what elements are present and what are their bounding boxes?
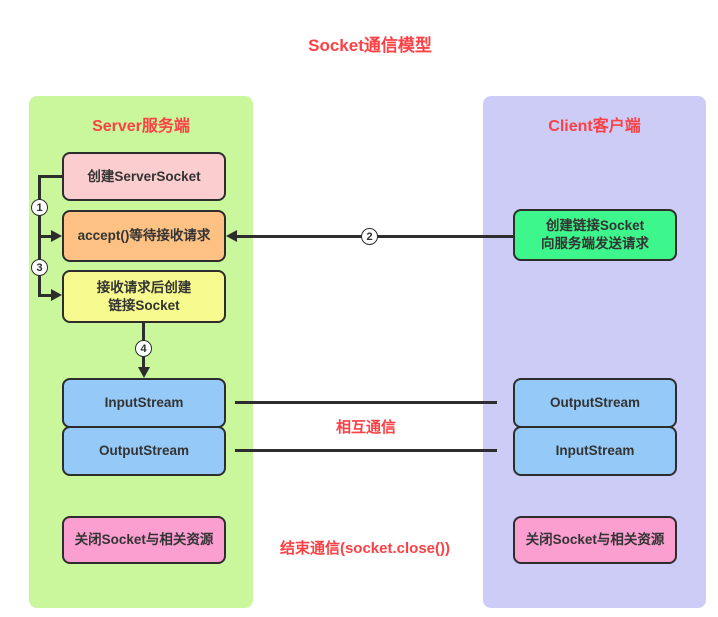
server-panel-title: Server服务端 [92, 118, 190, 135]
client-create-socket-box: 创建链接Socket 向服务端发送请求 [513, 209, 677, 261]
server-inputstream-box: InputStream [62, 378, 226, 428]
client-outputstream-label: OutputStream [549, 395, 640, 410]
step-1-badge: 1 [31, 199, 48, 216]
page-title: Socket通信模型 [308, 36, 432, 55]
step-2-badge: 2 [361, 228, 378, 245]
arrowhead-to-receive [51, 289, 62, 301]
server-create-serversocket-box: 创建ServerSocket [62, 152, 226, 201]
client-close-socket-label: 关闭Socket与相关资源 [525, 532, 665, 547]
server-receive-create-socket-box: 接收请求后创建 链接Socket [62, 270, 226, 323]
client-create-socket-line1: 创建链接Socket [545, 218, 645, 233]
arrowhead-to-accept [51, 230, 62, 242]
client-close-socket-box: 关闭Socket与相关资源 [513, 516, 677, 564]
server-create-serversocket-label: 创建ServerSocket [87, 168, 201, 184]
client-inputstream-label: InputStream [555, 443, 635, 458]
client-inputstream-box: InputStream [513, 426, 677, 476]
client-create-socket-line2: 向服务端发送请求 [541, 236, 649, 251]
server-outputstream-box: OutputStream [62, 426, 226, 476]
server-receive-line1: 接收请求后创建 [96, 279, 192, 295]
server-outputstream-label: OutputStream [98, 443, 189, 458]
step-4-badge: 4 [135, 340, 152, 357]
server-close-socket-box: 关闭Socket与相关资源 [62, 516, 226, 564]
end-communication-label: 结束通信(socket.close()) [279, 540, 451, 557]
server-inputstream-label: InputStream [104, 395, 184, 410]
client-panel-title: Client客户端 [548, 118, 641, 135]
arrowhead-receive-to-stream [138, 367, 150, 378]
server-accept-box: accept()等待接收请求 [62, 210, 226, 262]
mutual-communication-label: 相互通信 [335, 419, 396, 436]
connector-to-receive [38, 294, 54, 297]
client-outputstream-box: OutputStream [513, 378, 677, 428]
stream-line-top [235, 401, 497, 404]
server-accept-label: accept()等待接收请求 [77, 228, 211, 243]
connector-to-accept [38, 235, 54, 238]
server-close-socket-label: 关闭Socket与相关资源 [74, 532, 214, 547]
arrowhead-client-request [226, 230, 237, 242]
server-receive-line2: 链接Socket [108, 297, 180, 313]
connector-create-horizontal [38, 175, 64, 178]
stream-line-bottom [235, 449, 497, 452]
step-3-badge: 3 [31, 259, 48, 276]
